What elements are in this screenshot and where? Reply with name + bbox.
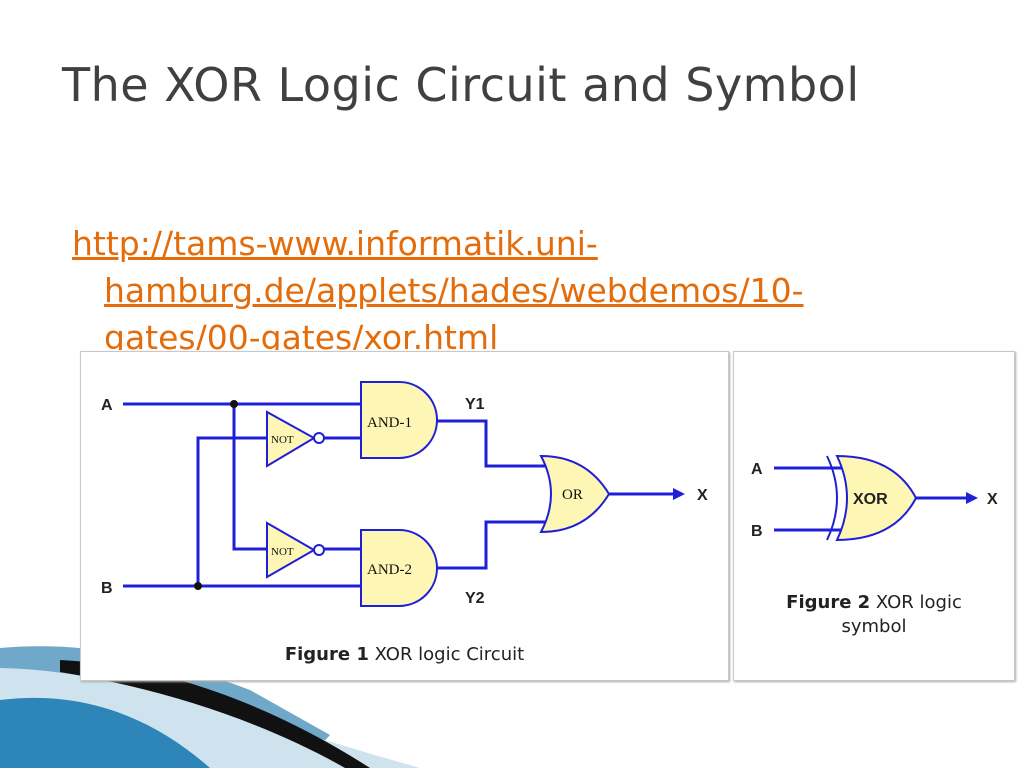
or-label: OR bbox=[562, 487, 583, 503]
not-bottom-label: NOT bbox=[271, 546, 294, 558]
not-gate-bottom bbox=[266, 521, 325, 579]
wire-y2 bbox=[437, 520, 551, 570]
source-link-line-2: hamburg.de/applets/hades/webdemos/10- bbox=[104, 271, 804, 310]
figure-xor-circuit: A B Y1 Y2 X NOT NOT AND-1 AND-2 OR Figur… bbox=[80, 351, 729, 681]
output-x-label: X bbox=[697, 487, 708, 504]
junction-b bbox=[194, 582, 202, 590]
source-link-line-1: http://tams-www.informatik.uni- bbox=[72, 224, 598, 263]
symbol-output-arrow bbox=[966, 492, 978, 504]
and-gate-2 bbox=[360, 529, 438, 607]
page-title: The XOR Logic Circuit and Symbol bbox=[62, 58, 860, 112]
source-link-line-3: gates/00-gates/xor.html bbox=[104, 318, 499, 350]
circuit-wires bbox=[123, 402, 673, 588]
figure2-caption: Figure 2 XOR logic symbol bbox=[734, 591, 1014, 639]
or-gate bbox=[539, 454, 611, 534]
source-link[interactable]: http://tams-www.informatik.uni- hamburg.… bbox=[72, 220, 962, 350]
input-a-label: A bbox=[101, 397, 113, 414]
symbol-output-x-label: X bbox=[987, 491, 998, 508]
y1-label: Y1 bbox=[465, 396, 485, 413]
figure2-caption-text-2: symbol bbox=[841, 616, 907, 637]
source-link-block: http://tams-www.informatik.uni- hamburg.… bbox=[72, 220, 962, 350]
wire-a-branch bbox=[232, 404, 267, 551]
input-b-label: B bbox=[101, 580, 113, 597]
decoration-dark-swoosh bbox=[60, 660, 370, 768]
junction-a bbox=[230, 400, 238, 408]
xor-label: XOR bbox=[853, 491, 888, 508]
wire-y1 bbox=[437, 419, 551, 468]
figure2-caption-bold: Figure 2 bbox=[786, 592, 871, 613]
figure2-caption-text-1: XOR logic bbox=[870, 592, 962, 613]
xor-circuit-diagram: A B Y1 Y2 X NOT NOT AND-1 AND-2 OR bbox=[101, 381, 708, 607]
and-gate-1 bbox=[360, 381, 438, 459]
wire-b-branch bbox=[196, 436, 267, 586]
y2-label: Y2 bbox=[465, 590, 485, 607]
output-arrow bbox=[673, 488, 685, 500]
figure1-caption-text: XOR logic Circuit bbox=[368, 644, 525, 665]
figure1-caption-bold: Figure 1 bbox=[284, 644, 369, 665]
symbol-input-b-label: B bbox=[751, 523, 763, 540]
figure-xor-symbol: A B XOR X Figure 2 XOR logic symbol bbox=[733, 351, 1015, 681]
and1-label: AND-1 bbox=[367, 415, 412, 431]
xor-gate-back-arc bbox=[826, 455, 838, 541]
and2-label: AND-2 bbox=[367, 562, 412, 578]
symbol-input-a-label: A bbox=[751, 461, 763, 478]
xor-gate-body bbox=[835, 454, 918, 542]
not-gate-top bbox=[266, 410, 325, 468]
decoration-teal-swoosh bbox=[0, 697, 210, 768]
figure1-caption: Figure 1 XOR logic Circuit bbox=[81, 644, 728, 665]
not-top-label: NOT bbox=[271, 434, 294, 446]
xor-symbol-diagram: A B XOR X bbox=[751, 454, 998, 542]
